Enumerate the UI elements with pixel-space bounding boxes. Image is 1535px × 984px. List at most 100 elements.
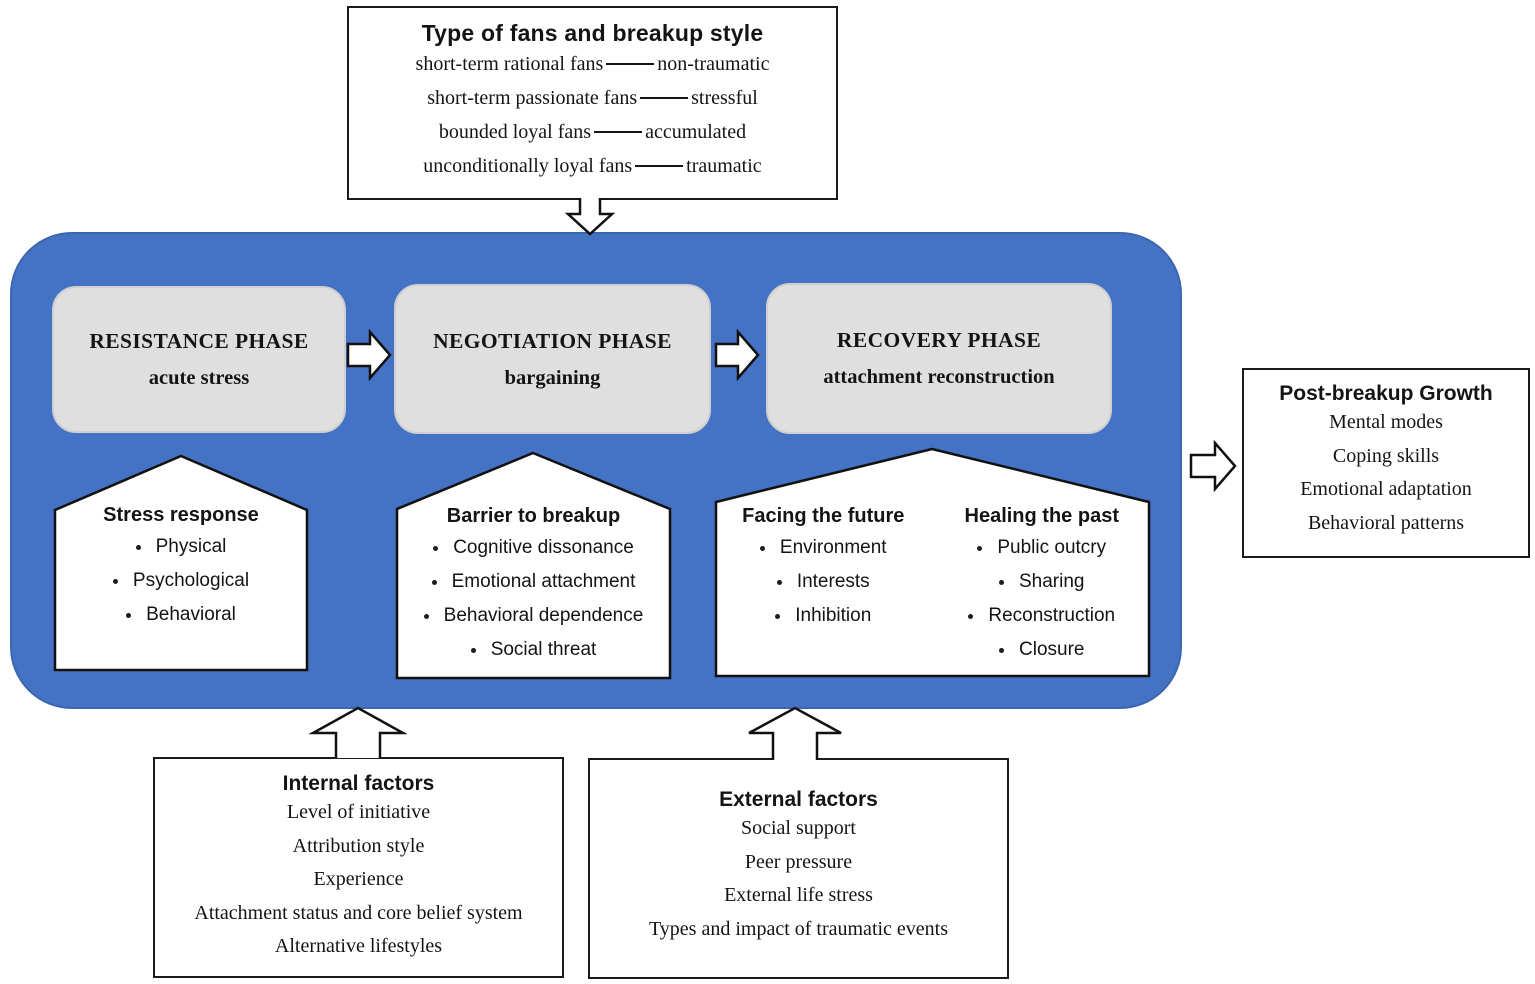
list-item-label: Reconstruction [988,605,1116,626]
list-item: Social threat [395,633,672,667]
external-factors-title: External factors [719,788,878,811]
list-item-label: Emotional attachment [451,571,636,592]
breakup-style-label: stressful [691,86,758,109]
list-item: Public outcry [933,531,1152,565]
bullet-icon [112,578,118,584]
factor-item: Level of initiative [286,801,431,823]
phase-title: RESISTANCE PHASE [89,329,309,353]
bullet-icon [775,613,781,619]
bullet-icon [126,612,132,618]
fan-pair-row: bounded loyal fans accumulated [349,115,836,149]
factor-item: External life stress [724,884,873,906]
list-item: Closure [933,633,1152,667]
outcome-item: Emotional adaptation [1300,478,1472,500]
outcome-item: Coping skills [1332,444,1440,467]
house-shape-icon [395,451,672,680]
recovery-details-content: Facing the future Environment Interests … [714,447,1151,667]
connector-line [606,63,655,65]
post-breakup-growth-title: Post-breakup Growth [1279,382,1493,405]
list-item: Psychological [53,564,309,598]
arrow-right-icon [1189,440,1237,492]
list-item-label: Behavioral [146,604,236,625]
list-item: Reconstruction [933,599,1152,633]
list-item: Emotional attachment [395,565,672,599]
fan-type-label: short-term passionate fans [427,86,638,109]
factor-item: Social support [741,817,856,839]
pentagon-title: Facing the future [742,505,905,527]
factor-item: Alternative lifestyles [274,935,443,957]
list-item-label: Psychological [132,570,250,591]
bullet-icon [759,545,765,551]
phase-subtitle: attachment reconstruction [823,366,1055,388]
facing-the-future-column: Facing the future Environment Interests … [714,501,933,667]
phase-title: RECOVERY PHASE [836,328,1042,352]
phase-title: NEGOTIATION PHASE [433,328,672,353]
fan-pair-row: short-term passionate fans stressful [349,81,836,115]
bullet-icon [977,545,983,551]
fan-type-label: bounded loyal fans [438,120,592,143]
breakup-style-label: traumatic [686,154,762,177]
fan-pair-row: short-term rational fans non-traumatic [349,47,836,81]
internal-factors-title: Internal factors [282,772,435,795]
list-item: Behavioral [53,598,309,632]
stress-response-content: Stress response Physical Psychological B… [53,454,309,632]
connector-line [640,97,689,99]
bullet-icon [431,579,437,585]
factor-item: Attachment status and core belief system [194,901,523,924]
barrier-to-breakup-shape: Barrier to breakup Cognitive dissonance … [395,451,672,680]
post-breakup-growth-box: Post-breakup Growth Mental modes Coping … [1242,368,1530,558]
phase-subtitle: acute stress [148,367,250,389]
list-item-label: Physical [155,536,227,557]
list-item-label: Interests [796,571,870,592]
breakup-style-label: accumulated [645,120,747,143]
factor-item: Attribution style [292,834,425,857]
list-item-label: Behavioral dependence [443,605,644,626]
recovery-details-shape: Facing the future Environment Interests … [714,447,1151,678]
type-of-fans-box: Type of fans and breakup style short-ter… [347,6,838,200]
outcome-item: Mental modes [1329,411,1443,433]
phase-box-recovery: RECOVERY PHASE attachment reconstruction [766,283,1112,434]
bullet-icon [470,647,476,653]
list-item: Environment [714,531,933,565]
factor-item: Types and impact of traumatic events [648,917,949,940]
list-item-label: Closure [1019,639,1085,660]
phase-box-resistance: RESISTANCE PHASE acute stress [52,286,346,433]
outcome-item: Behavioral patterns [1307,511,1465,534]
arrow-up-icon [748,706,842,760]
arrow-up-icon [309,706,407,758]
bullet-icon [776,579,782,585]
external-factors-box: External factors Social support Peer pre… [588,758,1009,979]
bullet-icon [999,579,1004,585]
fan-pair-row: unconditionally loyal fans traumatic [349,149,836,183]
arrow-right-icon [346,329,392,381]
bullet-icon [433,545,439,551]
bullet-icon [968,613,974,619]
pentagon-title: Healing the past [964,505,1119,527]
bullet-icon [999,647,1004,653]
list-item: Inhibition [714,599,933,633]
list-item: Physical [53,530,309,564]
list-item: Cognitive dissonance [395,531,672,565]
breakup-style-label: non-traumatic [657,52,770,75]
arrow-right-icon [714,329,760,381]
healing-the-past-column: Healing the past Public outcry Sharing R… [933,501,1152,667]
bullet-icon [423,613,429,619]
bullet-icon [135,544,141,550]
list-item-label: Inhibition [795,605,872,626]
fan-type-label: short-term rational fans [415,52,604,75]
phase-box-negotiation: NEGOTIATION PHASE bargaining [394,284,711,434]
list-item: Sharing [933,565,1152,599]
barrier-to-breakup-content: Barrier to breakup Cognitive dissonance … [395,451,672,667]
pentagon-title: Stress response [103,504,259,526]
pentagon-title: Barrier to breakup [446,505,621,527]
house-shape-icon [714,447,1151,678]
phase-subtitle: bargaining [504,366,601,389]
list-item-label: Sharing [1019,571,1085,592]
arrow-down-icon [565,198,615,236]
list-item: Behavioral dependence [395,599,672,633]
stress-response-shape: Stress response Physical Psychological B… [53,454,309,672]
list-item: Interests [714,565,933,599]
factor-item: Peer pressure [744,850,853,873]
connector-line [594,131,643,133]
